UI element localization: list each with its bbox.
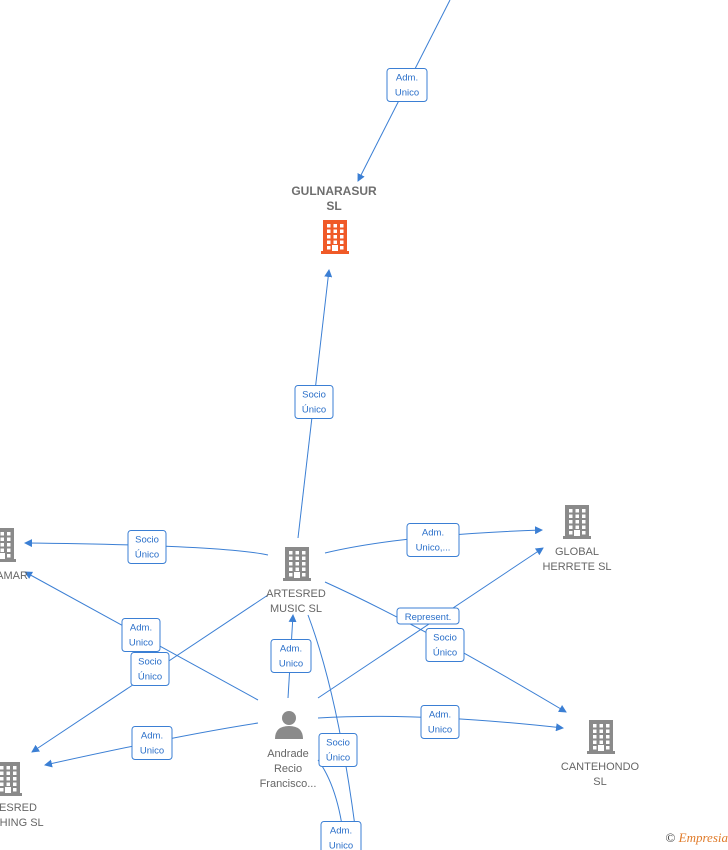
node-label: ARTESRED (266, 588, 326, 600)
person-icon (275, 711, 303, 739)
edge-label-text: Adm. (422, 528, 444, 539)
edge-label-adm-unico-cantehondo[interactable]: Adm. Unico (420, 705, 460, 739)
building-icon (563, 505, 591, 539)
node-label: ESRED (0, 802, 37, 814)
edge-label-text: Represent. (405, 612, 451, 623)
node-label: HERRETE SL (542, 561, 611, 573)
edge-label-adm-unico-bottom[interactable]: Adm. Unico (320, 821, 362, 850)
edge-label-adm-unico-global[interactable]: Adm. Unico,... (406, 523, 460, 557)
edge-label-text: Socio (135, 535, 159, 546)
edge-label-text: Unico (140, 746, 164, 757)
edge-label-text: Único (326, 753, 350, 764)
edge-label-text: Adm. (396, 73, 418, 84)
node-label: SHING SL (0, 817, 44, 829)
empresia-watermark: © Empresia (666, 830, 728, 846)
empresia-logo: Empresia (678, 830, 728, 845)
node-cantehondo[interactable]: CANTEHONDO SL (561, 720, 640, 788)
edge-label-text: Único (302, 405, 326, 416)
edge-label-text: Único (433, 648, 457, 659)
node-andrade[interactable]: AndradeRecioFrancisco... (260, 711, 317, 790)
node-label: Andrade (267, 748, 309, 760)
edge-label-adm-unico-lb[interactable]: Adm. Unico (131, 726, 173, 760)
building-icon-highlighted (321, 220, 349, 254)
edge-label-text: Adm. (130, 623, 152, 634)
edge-label-text: Socio (302, 390, 326, 401)
edge-socio-unico-amar (24, 539, 269, 556)
edge-label-text: Adm. (280, 644, 302, 655)
edge-label-text: Socio (138, 657, 162, 668)
edge-label-text: Unico (279, 659, 303, 670)
edge-label-text: Unico (129, 638, 153, 649)
edge-label-text: Adm. (330, 826, 352, 837)
edge-label-text: Socio (326, 738, 350, 749)
building-icon (0, 528, 16, 562)
edge-label-text: Adm. (429, 710, 451, 721)
node-label: GULNARASUR (291, 184, 377, 198)
edge-label-text: Socio (433, 633, 457, 644)
node-global-herrete[interactable]: GLOBAL HERRETE SL (542, 505, 612, 573)
edge-label-text: Unico (329, 841, 353, 850)
edge-label-adm-unico-andrade-artesred[interactable]: Adm. Unico (270, 639, 312, 673)
building-icon (283, 547, 311, 581)
node-label: Recio (274, 763, 302, 775)
node-label: CANTEHONDO (561, 761, 640, 773)
edge-label-represent[interactable]: Represent. (396, 607, 460, 625)
edge-label-text: Unico (395, 88, 419, 99)
node-left-bottom-company[interactable]: ESRED SHING SL (0, 762, 44, 829)
node-label: GLOBAL (555, 546, 599, 558)
edge-label-text: Unico,... (416, 543, 451, 554)
node-left-top-company[interactable]: AMAR (0, 528, 28, 582)
node-artesred-music[interactable]: ARTESRED MUSIC SL (266, 547, 326, 615)
node-label: SL (593, 776, 606, 788)
edge-socio-unico-bottom (307, 614, 359, 850)
node-label: SL (326, 199, 341, 213)
node-label: MUSIC SL (270, 603, 322, 615)
edge-label-text: Adm. (141, 731, 163, 742)
edge-label-text: Único (138, 672, 162, 683)
building-icon (587, 720, 615, 754)
edge-label-adm-unico-top[interactable]: Adm. Unico (386, 68, 428, 102)
copyright-symbol: © (665, 830, 676, 845)
edge-label-text: Unico (428, 725, 452, 736)
edge-label-adm-unico-amar[interactable]: Adm. Unico (121, 618, 161, 652)
node-label: Francisco... (260, 778, 317, 790)
building-icon (0, 762, 22, 796)
edge-label-text: Único (135, 550, 159, 561)
node-label: AMAR (0, 570, 28, 582)
